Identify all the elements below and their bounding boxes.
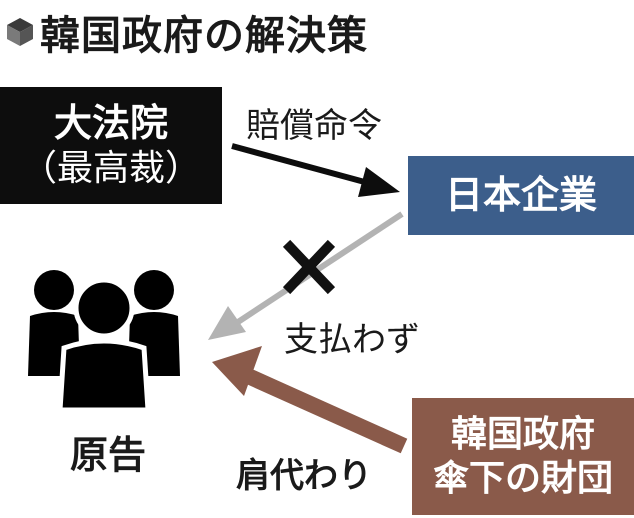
- court-box: 大法院 （最高裁）: [0, 87, 222, 204]
- label-no-payment: 支払わず: [284, 320, 420, 360]
- plaintiff-label: 原告: [70, 433, 147, 477]
- cube-icon: [7, 18, 33, 46]
- diagram-title: 韓国政府の解決策: [6, 4, 368, 60]
- arrow-nopay-line: [236, 211, 404, 325]
- company-name: 日本企業: [444, 172, 597, 217]
- arrow-proxy-head: [212, 346, 262, 396]
- foundation-box: 韓国政府 傘下の財団: [412, 398, 634, 515]
- arrow-nopay-head: [208, 306, 246, 340]
- foundation-line1: 韓国政府: [450, 414, 595, 456]
- foundation-line2: 傘下の財団: [432, 457, 613, 499]
- label-compensation-order: 賠償命令: [246, 106, 382, 146]
- title-text: 韓国政府の解決策: [40, 13, 368, 59]
- arrow-order-line: [231, 143, 373, 187]
- people-group-icon: [28, 270, 180, 413]
- japanese-company-box: 日本企業: [408, 156, 634, 235]
- court-subname: （最高裁）: [20, 147, 201, 189]
- arrow-proxy-line: [244, 368, 408, 454]
- cross-mark-icon: [282, 239, 336, 295]
- arrow-order-head: [358, 167, 400, 197]
- court-name: 大法院: [53, 101, 168, 146]
- label-proxy-payment: 肩代わり: [236, 456, 372, 496]
